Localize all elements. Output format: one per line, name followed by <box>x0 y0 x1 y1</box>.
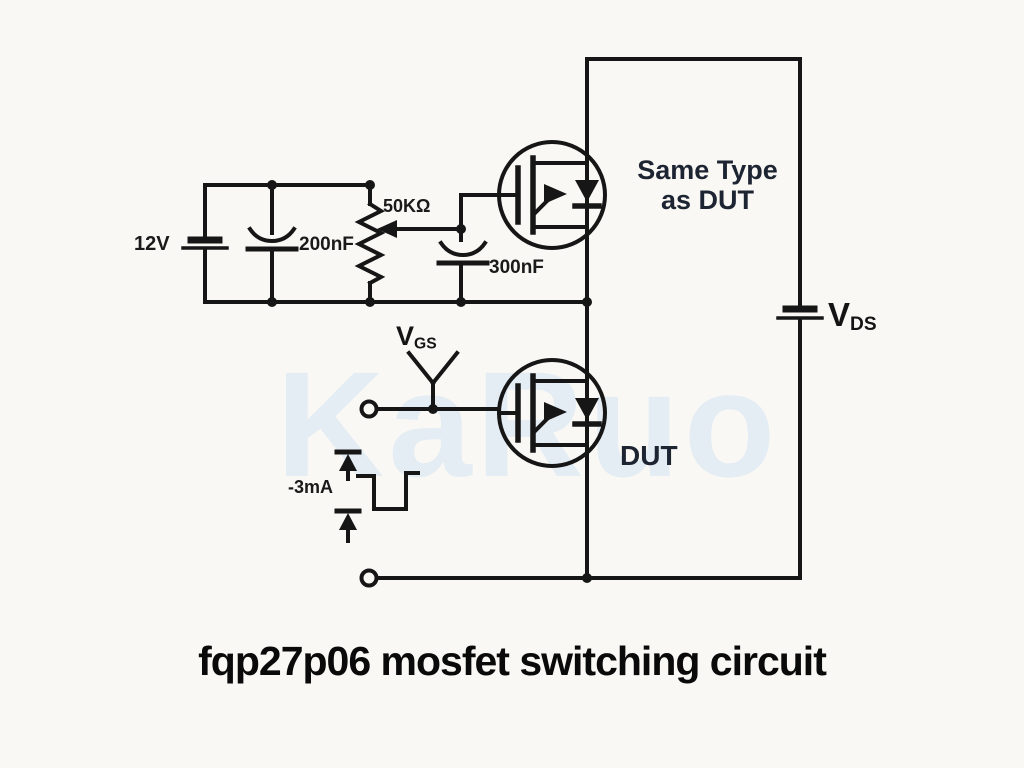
circuit-diagram <box>181 57 824 588</box>
label-potentiometer: 50KΩ <box>383 196 431 216</box>
mosfet-same-type <box>499 142 605 248</box>
vgs-probe <box>406 350 460 411</box>
label-same-type-line1: Same Type <box>637 155 778 185</box>
label-vds-main: V <box>828 296 851 333</box>
label-cap-gate: 300nF <box>489 257 544 278</box>
terminal-source <box>359 568 379 588</box>
label-gate-current: -3mA <box>288 477 334 497</box>
battery-vds <box>776 305 824 320</box>
page-title: fqp27p06 mosfet switching circuit <box>198 638 827 684</box>
label-vgs-sub: GS <box>414 335 437 353</box>
wiper-arrow <box>377 220 397 238</box>
capacitor-300nf <box>436 240 490 304</box>
label-cap-input: 200nF <box>299 234 354 255</box>
label-vds: VDS <box>828 296 877 336</box>
label-same-type-line2: as DUT <box>660 185 755 215</box>
pulse-waveform <box>356 471 420 511</box>
current-arrow-bottom <box>334 508 362 543</box>
junction-dots <box>267 180 592 583</box>
current-arrow-top <box>334 449 362 481</box>
label-supply-voltage: 12V <box>134 233 170 255</box>
label-same-type-as-dut: Same Type as DUT <box>615 155 800 215</box>
label-vgs: VGS <box>396 321 437 353</box>
label-vds-sub: DS <box>850 314 877 336</box>
battery-12v <box>181 183 229 304</box>
label-vgs-main: V <box>396 321 415 351</box>
terminal-gate <box>359 399 379 419</box>
capacitor-200nf <box>245 183 299 304</box>
mosfet-dut <box>499 360 605 466</box>
label-dut: DUT <box>620 440 678 471</box>
